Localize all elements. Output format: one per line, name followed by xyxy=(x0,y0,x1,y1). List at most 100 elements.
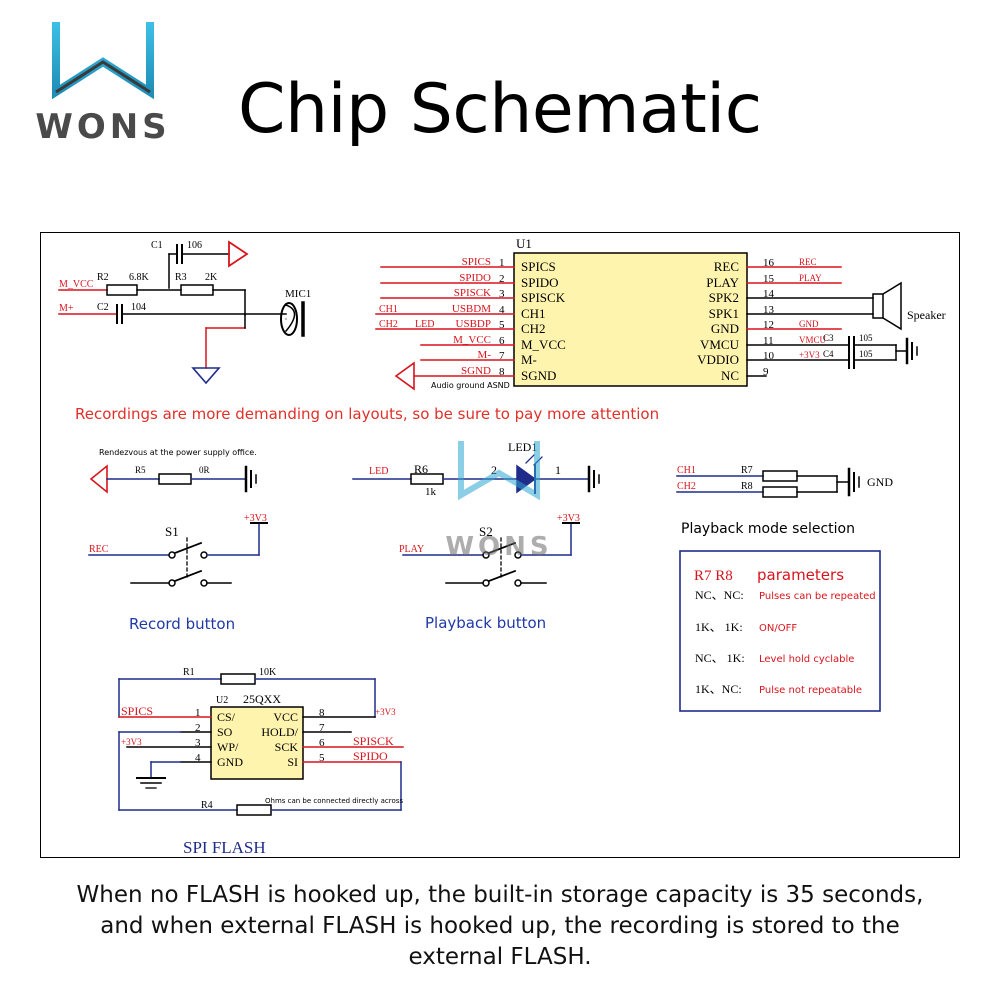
u2-pin-num-4: 4 xyxy=(195,752,201,764)
c4-ref: C4 xyxy=(823,349,834,359)
u1-ref: U1 xyxy=(516,236,532,251)
s2-vcc: +3V3 xyxy=(557,513,580,524)
u1-pin-name-16: REC xyxy=(714,259,739,274)
u2-pin-name-2: SO xyxy=(217,725,233,739)
param-row-desc-3: Pulse not repeatable xyxy=(759,685,862,696)
u1-net-5: USBDP xyxy=(456,318,491,330)
u2-pin-num-2: 2 xyxy=(195,722,201,734)
u1-net-8: SGND xyxy=(461,365,491,377)
param-row-desc-2: Level hold cyclable xyxy=(759,654,854,665)
net-m-vcc-mic: M_VCC xyxy=(59,279,94,290)
u1-pin-num-6: 6 xyxy=(499,335,505,347)
mic-circuit xyxy=(58,240,305,385)
c2-value: 104 xyxy=(131,302,146,313)
u1-pin-num-5: 5 xyxy=(499,319,505,331)
u1-pin-num-14: 14 xyxy=(763,288,775,300)
u1-pin-name-15: PLAY xyxy=(706,275,739,290)
u2-net-6: SPISCK xyxy=(353,734,394,748)
u2-pin-num-5: 5 xyxy=(319,752,325,764)
u1-net-12: GND xyxy=(799,319,819,329)
u2-pin-num-6: 6 xyxy=(319,737,325,749)
spi-flash-circuit xyxy=(118,673,404,816)
u1-net-10: +3V3 xyxy=(799,350,820,360)
mode-select-circuit xyxy=(676,467,860,498)
layout-note: Recordings are more demanding on layouts… xyxy=(75,405,659,423)
s1-ref: S1 xyxy=(165,524,179,539)
led-pin2: 2 xyxy=(491,463,497,477)
mode-gnd: GND xyxy=(867,475,893,489)
spi-flash-label: SPI FLASH xyxy=(183,838,266,857)
u1-net-15: PLAY xyxy=(799,273,822,283)
u1-pin-name-6: M_VCC xyxy=(521,337,566,352)
speaker-label: Speaker xyxy=(907,308,946,322)
u1-pin-num-4: 4 xyxy=(499,304,505,316)
param-row-value-0: NC、NC: xyxy=(695,588,744,602)
u1-net2-5: CH2 xyxy=(379,319,398,330)
u2-pin-num-3: 3 xyxy=(195,737,201,749)
record-button-label: Record button xyxy=(129,615,235,633)
caption-line-2: and when external FLASH is hooked up, th… xyxy=(100,913,900,939)
mic-label: MIC1 xyxy=(285,288,311,300)
u1-pin-name-2: SPIDO xyxy=(521,275,559,290)
r7-ref: R7 xyxy=(741,465,753,476)
u1-pin-name-13: SPK1 xyxy=(709,306,739,321)
u2-net-8: +3V3 xyxy=(375,707,396,717)
net-m-plus-mic: M+ xyxy=(59,303,74,314)
u2-pin-name-1: CS/ xyxy=(217,710,236,724)
watermark-text: WONS xyxy=(445,532,552,562)
u2-pin-name-5: SI xyxy=(287,755,298,769)
u1-net-2: SPIDO xyxy=(459,272,491,284)
u1-pin-num-8: 8 xyxy=(499,366,505,378)
page-title: Chip Schematic xyxy=(238,70,762,149)
c1-ref: C1 xyxy=(151,240,163,251)
u1-pin-name-14: SPK2 xyxy=(709,290,739,305)
caption: When no FLASH is hooked up, the built-in… xyxy=(50,880,950,973)
u1-net-6: M_VCC xyxy=(453,334,491,346)
u2-net-5: SPIDO xyxy=(353,749,388,763)
s1-vcc: +3V3 xyxy=(244,513,267,524)
r5-ref: R5 xyxy=(135,465,146,475)
c3-value: 105 xyxy=(859,333,873,343)
u1-net2-4: CH1 xyxy=(379,304,398,315)
u1-pin-name-8: SGND xyxy=(521,368,556,383)
u1-pin-num-1: 1 xyxy=(499,257,505,269)
r8-ref: R8 xyxy=(741,481,753,492)
u1-net3-5: LED xyxy=(415,319,434,330)
audio-ground-note: Audio ground ASND xyxy=(431,381,510,390)
schematic-diagram: C1 106 R2 6.8K R3 2K C2 104 MIC1 M_VCC M… xyxy=(58,236,946,857)
logo-text: WONS xyxy=(35,107,170,147)
wons-watermark-icon: WONS xyxy=(445,441,552,562)
u1-pin-num-16: 16 xyxy=(763,257,775,269)
u1-pin-name-9: NC xyxy=(721,368,739,383)
param-row-value-1: 1K、 1K: xyxy=(695,620,743,634)
u1-pin-num-7: 7 xyxy=(499,350,505,362)
r6-value: 1k xyxy=(425,486,437,498)
u1-pin-num-2: 2 xyxy=(499,273,505,285)
r2-ref: R2 xyxy=(97,272,109,283)
u1-pin-num-3: 3 xyxy=(499,288,505,300)
led-net: LED xyxy=(369,466,388,477)
mode-ch1: CH1 xyxy=(677,465,696,476)
r1-ref: R1 xyxy=(183,667,195,678)
param-row-value-3: 1K、NC: xyxy=(695,682,742,696)
u2-pin-name-8: VCC xyxy=(273,710,298,724)
u1-pin-name-1: SPICS xyxy=(521,259,556,274)
u2-pin-num-8: 8 xyxy=(319,707,325,719)
u1-pin-num-15: 15 xyxy=(763,273,775,285)
u2-pin-name-6: SCK xyxy=(275,740,299,754)
u1-net-4: USBDM xyxy=(452,303,491,315)
led1-ref: LED1 xyxy=(508,440,537,454)
u1-net-11: VMCU xyxy=(799,335,827,345)
param-head-title: parameters xyxy=(757,566,844,584)
u1-pin-name-5: CH2 xyxy=(521,321,546,336)
s1-net: REC xyxy=(89,544,109,555)
mode-ch2: CH2 xyxy=(677,481,696,492)
u1-net-3: SPISCK xyxy=(454,287,491,299)
brand-logo: WONS xyxy=(18,14,188,149)
u1-pin-num-9: 9 xyxy=(763,366,769,378)
r3-ref: R3 xyxy=(175,272,187,283)
u1-pin-num-10: 10 xyxy=(763,350,775,362)
u1-pin-num-13: 13 xyxy=(763,304,775,316)
u1-net-7: M- xyxy=(478,349,492,361)
r5-circuit xyxy=(89,464,257,494)
